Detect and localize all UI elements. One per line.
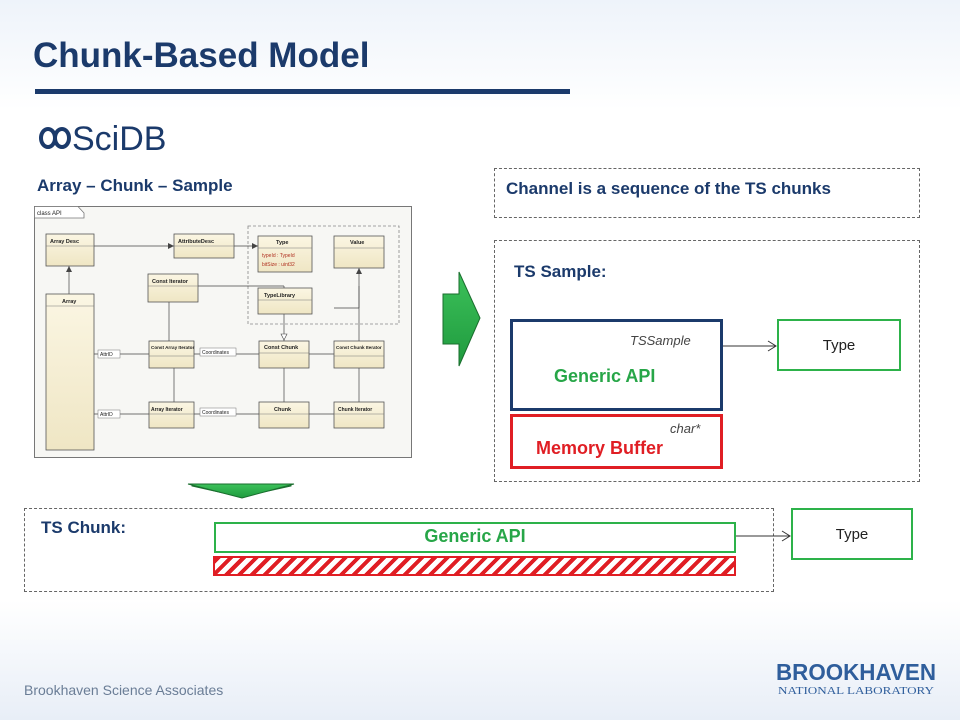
uml-class-const-iterator: Const Iterator [147,273,199,303]
scidb-logo-text: SciDB [72,120,166,158]
uml-frame-tab [34,206,85,219]
uml-edge-attrid-1: AttrID [100,352,113,358]
uml-class-chunk: Chunk [258,401,310,429]
sample-type-label: Type [822,337,856,354]
svg-text:AttributeDesc: AttributeDesc [178,239,214,245]
uml-class-const-chunk-iterator: Const Chunk Iterator [333,340,385,369]
svg-text:Type: Type [276,240,288,246]
svg-text:Chunk: Chunk [274,407,292,413]
chunk-type-arrowhead-icon [781,530,791,542]
channel-box [494,168,920,218]
sample-generic-api-label: Generic API [554,366,656,386]
subtitle: Array – Chunk – Sample [37,176,233,195]
uml-class-diagram: class API Array Desc [34,206,412,458]
slide-title: Chunk-Based Model [33,36,370,75]
chunk-generic-api-label: Generic API [424,526,526,546]
title-underline [35,89,570,94]
uml-type-field-2: bitSize : uint32 [262,262,295,268]
uml-type-field-1: typeId : TypeId [262,253,295,259]
uml-class-const-array-iterator: Const Array Iterator [148,340,194,369]
uml-type-group-frame [247,225,400,325]
tssample-class-name: TSSample [630,333,691,348]
tssample-class-box [510,319,723,411]
down-arrow-icon [191,483,292,498]
uml-class-const-chunk: Const Chunk [258,340,310,369]
memory-buffer-box [510,414,723,469]
bnl-logo-sub: NATIONAL LABORATORY [778,686,934,697]
ts-sample-label: TS Sample: [514,262,607,281]
uml-class-type: Type typeId : TypeId bitSize : uint32 [257,235,313,273]
memory-buffer-label: Memory Buffer [536,438,664,458]
sample-type-box [777,319,901,371]
right-arrow-icon [442,271,481,367]
footer-background [0,600,960,720]
uml-class-value: Value [333,235,385,269]
svg-text:Const Array Iterator: Const Array Iterator [151,345,194,350]
uml-class-array-iterator: Array Iterator [148,401,195,429]
uml-edge-attrid-2: AttrID [100,412,113,418]
bnl-logo: BROOKHAVEN NATIONAL LABORATORY [776,659,936,697]
down-arrow-head-icon [187,483,295,499]
ts-chunk-panel [24,508,774,592]
chunk-generic-api-box [214,522,736,553]
uml-class-type-library: TypeLibrary [257,287,313,315]
chunk-type-box [791,508,913,560]
svg-text:Const Iterator: Const Iterator [152,279,189,285]
ts-chunk-label: TS Chunk: [41,518,126,537]
chunk-type-label: Type [835,526,869,543]
bnl-logo-name: BROOKHAVEN [776,659,936,685]
svg-text:Array Iterator: Array Iterator [151,407,183,413]
svg-text:Const Chunk: Const Chunk [264,345,299,351]
uml-class-array-desc: Array Desc [45,233,95,267]
svg-text:Array Desc: Array Desc [50,239,79,245]
ts-sample-panel [494,240,920,482]
uml-frame-label: class API [37,211,62,217]
char-pointer-label: char* [670,421,701,436]
uml-class-attribute-desc: AttributeDesc [173,233,235,259]
uml-class-chunk-iterator: Chunk Iterator [333,401,385,429]
svg-text:TypeLibrary: TypeLibrary [264,293,296,299]
svg-text:Array: Array [62,299,77,305]
uml-arrowheads [66,243,362,341]
uml-class-array: Array [45,293,95,451]
uml-edge-labels: AttrID AttrID Coordinates Coordinates [97,347,237,419]
svg-text:Const Chunk Iterator: Const Chunk Iterator [336,345,382,350]
chunk-memory-bar [213,556,736,576]
uml-edge-coordinates-2: Coordinates [202,410,229,416]
svg-text:Chunk Iterator: Chunk Iterator [338,407,372,413]
svg-text:Value: Value [350,240,364,246]
footer-organization: Brookhaven Science Associates [24,682,224,698]
uml-edge-coordinates-1: Coordinates [202,350,229,356]
scidb-logo: SciDB [39,120,166,158]
scidb-infinity-icon [39,127,71,149]
channel-description: Channel is a sequence of the TS chunks [506,179,831,198]
